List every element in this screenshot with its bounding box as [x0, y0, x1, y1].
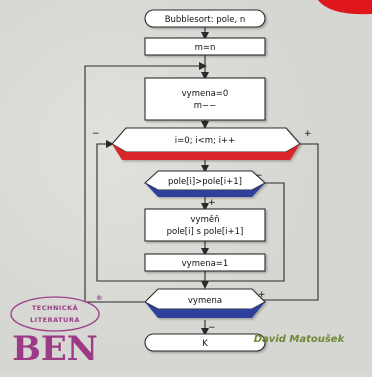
ben-logo: TECHNICKÁ LITERATURA ® BEN — [10, 294, 103, 369]
condition-label: pole[i]>pole[i+1] — [168, 177, 242, 187]
init-label-2: m−− — [194, 101, 217, 111]
assign-m-label: m=n — [195, 43, 216, 53]
loop-minus-sign: − — [92, 129, 100, 139]
start-label: Bubblesort: pole, n — [165, 15, 246, 25]
set-flag-label: vymena=1 — [182, 259, 229, 269]
repeat-label: vymena — [188, 296, 222, 306]
logo-ellipse — [10, 296, 100, 332]
repeat-blue-stripe — [145, 302, 265, 318]
end-terminator — [144, 333, 266, 352]
start-terminator — [144, 9, 266, 28]
loop-red-stripe — [112, 144, 300, 160]
swap-label-2: pole[i] s pole[i+1] — [167, 227, 244, 237]
corner-badge — [318, 0, 372, 15]
logo-big-word: BEN — [12, 329, 98, 369]
repeat-minus-sign: − — [208, 323, 216, 333]
assign-m-box — [144, 37, 266, 56]
loop-header — [111, 127, 301, 160]
logo-top-word: TECHNICKÁ — [32, 303, 78, 312]
condition-diamond — [144, 170, 266, 197]
loop-label: i=0; i<m; i++ — [175, 136, 235, 146]
repeat-diamond — [144, 288, 266, 318]
logo-reg-mark: ® — [96, 294, 103, 302]
set-flag-box — [144, 253, 266, 272]
swap-box — [144, 208, 266, 242]
condition-minus-sign: − — [255, 171, 263, 181]
author-name: David Matoušek — [254, 333, 346, 345]
loop-plus-sign: + — [304, 129, 312, 139]
condition-blue-stripe — [145, 183, 265, 197]
condition-plus-sign: + — [208, 198, 216, 208]
end-label: K — [202, 339, 208, 349]
init-box — [144, 77, 266, 121]
init-label-1: vymena=0 — [182, 89, 229, 99]
connectors — [84, 27, 319, 336]
swap-label-1: vyměň — [191, 214, 220, 225]
repeat-plus-sign: + — [258, 290, 266, 300]
logo-mid-word: LITERATURA — [30, 316, 80, 324]
